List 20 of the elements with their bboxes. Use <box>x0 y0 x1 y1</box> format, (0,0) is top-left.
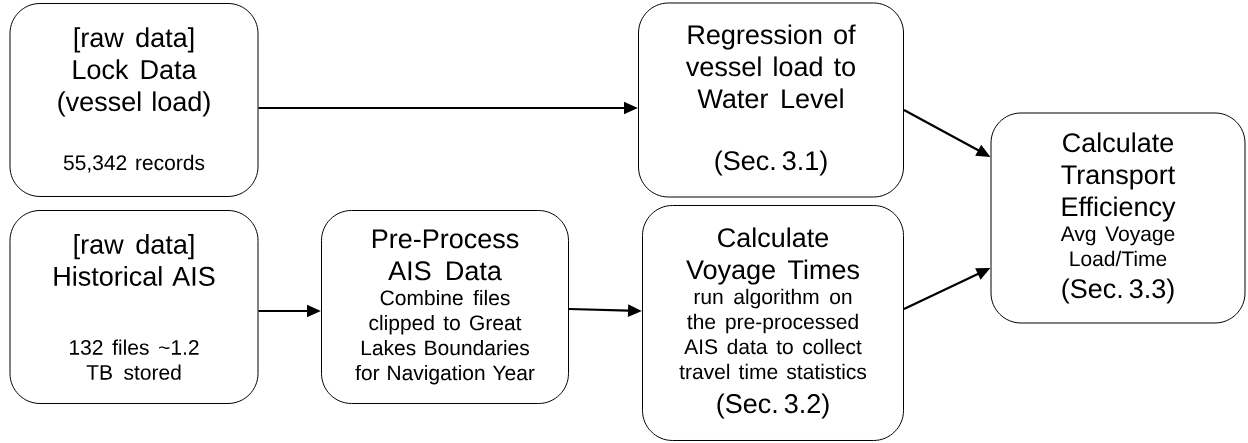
box-title: Calculate Voyage Times <box>686 227 859 285</box>
section-reference: (Sec. 3.3) <box>1062 278 1174 304</box>
section-reference: (Sec. 3.2) <box>717 393 829 419</box>
box-note: Avg Voyage Load/Time <box>1060 226 1175 267</box>
process-box <box>321 210 569 404</box>
box-title: Pre-Process AIS Data <box>372 229 519 281</box>
process-box <box>990 112 1246 324</box>
box-title: [raw data] Lock Data (vessel load) <box>58 27 210 117</box>
box-title: Calculate Transport Efficiency <box>1061 132 1176 222</box>
process-box <box>9 3 259 197</box>
box-note: 55,342 records <box>63 154 205 173</box>
process-box <box>638 2 904 198</box>
box-note: run algorithm on the pre-processed AIS data to collect travel time statistics <box>679 288 867 380</box>
box-title: Regression of vessel load to Water Level <box>685 24 856 109</box>
box-note: Combine files clipped to Great Lakes Boundaries for Navigation Year <box>355 289 535 385</box>
box-note: 132 files ~1.2 TB stored <box>70 339 199 380</box>
box-title: [raw data] Historical AIS <box>54 234 215 286</box>
process-box <box>642 205 904 441</box>
section-reference: (Sec. 3.1) <box>715 150 827 176</box>
process-box <box>9 210 259 404</box>
